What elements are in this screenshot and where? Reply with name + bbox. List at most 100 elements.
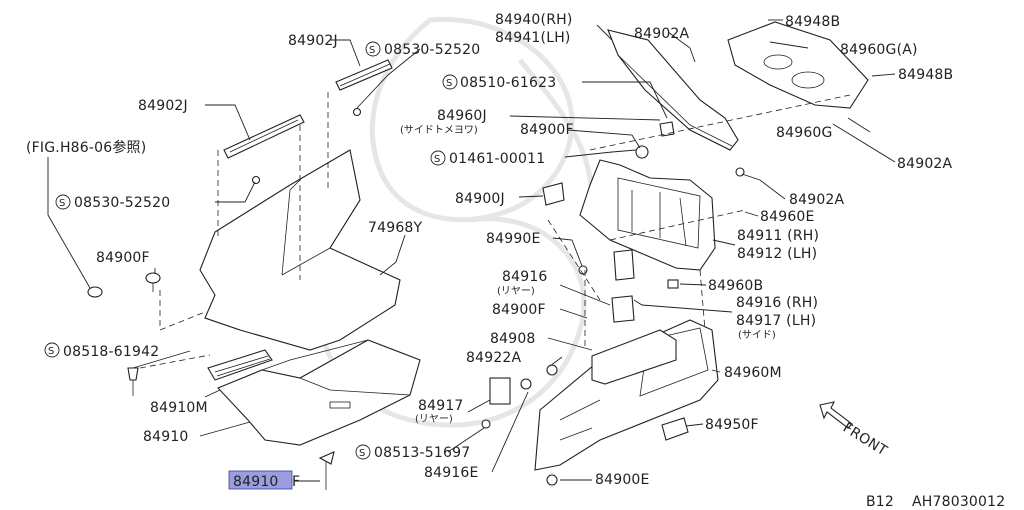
bracket-84900j (542, 182, 565, 206)
label-84917-side-note: (サイド) (738, 329, 776, 341)
lower-trim-contours (559, 327, 709, 441)
labels-left: 84902J S 08530-52520 84902J (FIG.H86-06参… (26, 33, 480, 490)
label-84900f-mid: 84900F (520, 122, 574, 138)
screw-08513 (481, 419, 491, 429)
side-box-84911 (579, 159, 716, 271)
standard-part-symbol: S (48, 346, 54, 357)
label-84902a-mid: 84902A (789, 192, 845, 208)
panel-84908 (591, 329, 677, 385)
clip-84960b (667, 279, 679, 289)
label-84902a-right: 84902A (897, 156, 953, 172)
label-84900j: 84900J (455, 191, 505, 207)
clip-fig-ref (87, 286, 103, 298)
upper-trim-ribs (229, 119, 299, 153)
circled-s-icon (442, 74, 458, 90)
front-mat-inner (261, 339, 411, 396)
clip-84990e (578, 265, 588, 275)
clip-84910f-head (318, 451, 335, 465)
label-84948b-top: 84948B (785, 14, 840, 30)
labels-right: 84940(RH) 84941(LH) 84902A 84948B 84960G… (355, 12, 953, 488)
circled-s-icon (430, 150, 446, 166)
mat-edge-line (204, 199, 361, 331)
label-84902a-top: 84902A (634, 26, 690, 42)
clip-84900f-left (145, 272, 161, 284)
label-84917-rear-note: (リヤー) (415, 414, 453, 425)
label-s08530-top: 08530-52520 (384, 42, 480, 58)
label-84902j-left: 84902J (138, 98, 188, 114)
clip-84900e (546, 474, 558, 486)
label-84960m: 84960M (724, 365, 782, 381)
leader-lines (47, 19, 896, 482)
label-84910: 84910 (143, 429, 189, 445)
side-trim-assembly (481, 21, 869, 486)
label-84900f-low: 84900F (492, 302, 546, 318)
label-s08530-left: 08530-52520 (74, 195, 170, 211)
assembly-dashes-left (139, 92, 329, 369)
bracket-84916-rear (611, 295, 635, 323)
label-84948b-right: 84948B (898, 67, 953, 83)
label-84908: 84908 (490, 331, 536, 347)
top-trim-strip (335, 59, 393, 91)
label-84917-rear: 84917 (418, 398, 464, 414)
label-84960j-note: (サイドトメヨワ) (400, 124, 478, 136)
label-84916-rear-note: (リヤー) (497, 286, 535, 297)
bracket-84917-rear (489, 377, 511, 405)
clip-84960j (659, 121, 675, 137)
circled-s-icon (355, 444, 371, 460)
circled-s-icon (55, 194, 71, 210)
label-84916-rh: 84916 (RH) (736, 295, 818, 311)
label-84941-lh: 84941(LH) (495, 30, 571, 46)
label-84960j: 84960J (437, 108, 487, 124)
standard-part-symbol: S (434, 154, 440, 165)
front-arrow-icon: FRONT (819, 401, 890, 460)
front-direction-label: FRONT (840, 420, 890, 460)
bracket-84917-side (613, 249, 635, 281)
label-84990e: 84990E (486, 231, 541, 247)
side-box-ribs (631, 190, 687, 247)
circled-s-icon (44, 342, 60, 358)
label-84917-lh: 84917 (LH) (736, 313, 816, 329)
label-84916e: 84916E (424, 465, 479, 481)
sill-trim-strip (207, 349, 273, 381)
label-84910f-prefix: 84910 (233, 474, 279, 490)
floor-mat-assembly (87, 59, 421, 490)
diagram-group-code: B12 (866, 494, 894, 510)
standard-part-symbol: S (446, 78, 452, 89)
label-84922a: 84922A (466, 350, 522, 366)
label-84960b: 84960B (708, 278, 763, 294)
mat-clip-slot (329, 401, 351, 409)
upper-trim-strip (223, 114, 305, 159)
label-84912-lh: 84912 (LH) (737, 246, 817, 262)
label-s08513: 08513-51697 (374, 445, 470, 461)
label-84902j-top: 84902J (288, 33, 338, 49)
bolt-08518 (127, 367, 139, 381)
gate-trim-edge (617, 54, 733, 147)
assembly-dashes-right (547, 94, 851, 350)
side-box-pocket (617, 177, 701, 249)
label-s08510: 08510-61623 (460, 75, 556, 91)
clip-84950f (661, 417, 689, 441)
gate-trim-84940 (607, 29, 739, 151)
clip-84960e (735, 167, 745, 177)
bolt-84916e (520, 378, 532, 390)
label-84900f-left: 84900F (96, 250, 150, 266)
circled-s-icon (365, 41, 381, 57)
grommet-84900f (635, 145, 649, 159)
label-84950f: 84950F (705, 417, 759, 433)
label-s08518: 08518-61942 (63, 344, 159, 360)
standard-part-symbol: S (369, 45, 375, 56)
clip-84922a (546, 364, 558, 376)
label-84911-rh: 84911 (RH) (737, 228, 819, 244)
label-84960ga: 84960G(A) (840, 42, 918, 58)
label-74968y: 74968Y (368, 220, 423, 236)
bracket-84960ga (727, 21, 869, 109)
label-fig-ref: (FIG.H86-06参照) (26, 139, 146, 156)
screw-head-left (251, 175, 261, 185)
diagram-reference-code: AH78030012 (912, 494, 1005, 510)
label-s01461: 01461-00011 (449, 151, 545, 167)
highlighted-part-box (228, 470, 293, 490)
standard-part-symbol: S (359, 448, 365, 459)
label-84910m: 84910M (150, 400, 208, 416)
label-84900e: 84900E (595, 472, 650, 488)
